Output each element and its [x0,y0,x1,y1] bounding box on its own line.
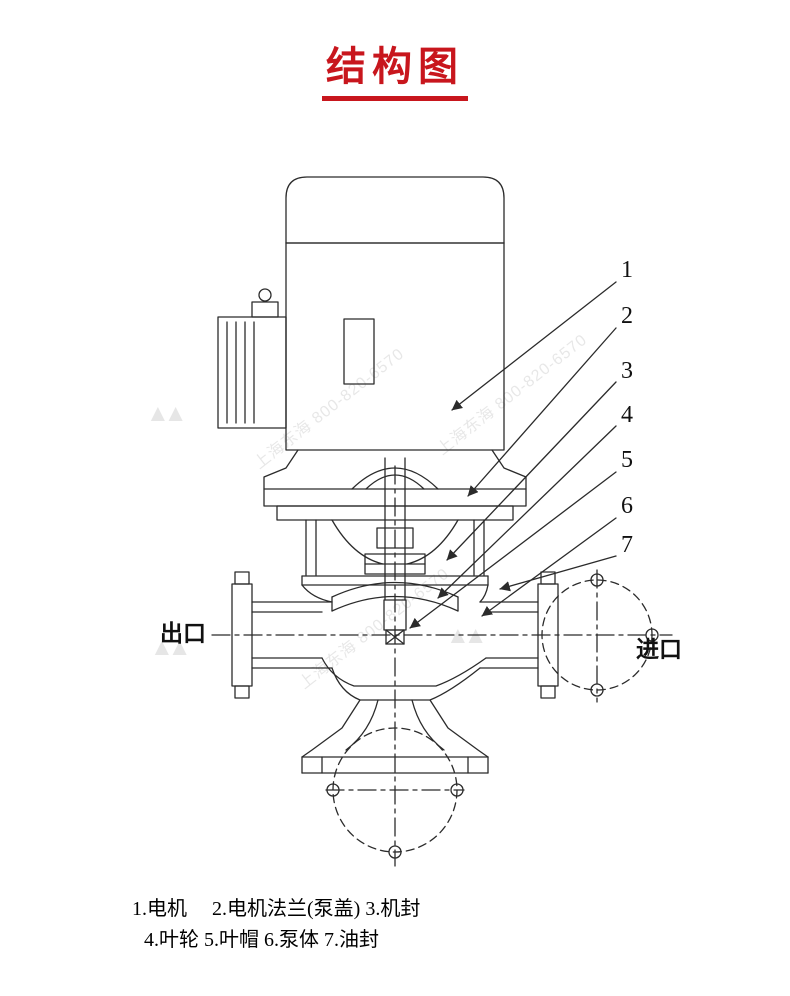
flange-bolt-circle-bottom [326,727,464,859]
leader-line-5 [409,471,617,629]
part-number-5: 5 [621,447,633,473]
legend-line-2: 4.叶轮 5.叶帽 6.泵体 7.油封 [144,929,379,951]
leader-line-6 [481,517,617,617]
legend-line-1: 1.电机 2.电机法兰(泵盖) 3.机封 [132,898,421,920]
part-number-3: 3 [621,358,633,384]
leader-lines [409,281,617,629]
parts-legend: 1.电机 2.电机法兰(泵盖) 3.机封 4.叶轮 5.叶帽 6.泵体 7.油封 [132,894,420,956]
leader-line-1 [451,281,617,411]
part-number-7: 7 [621,532,633,558]
outlet-label: 出口 [160,620,206,646]
support-struts [305,519,485,576]
leader-line-3 [446,381,617,561]
title-underline [322,96,468,101]
part-number-6: 6 [621,493,633,519]
inlet-label: 进口 [636,636,682,662]
part-number-4: 4 [621,402,633,428]
leader-line-7 [499,555,617,592]
leader-line-2 [467,327,617,497]
part-numbers: 1 2 3 4 5 6 7 [621,257,633,558]
watermark-logo-icon: ▲▲ [146,400,187,427]
flange-bolt-circle-right [541,573,659,697]
centerlines [211,465,673,867]
leader-line-4 [437,425,617,599]
page-title: 结构图 [326,45,464,89]
motor-body [285,176,505,451]
motor-terminal-box [217,288,287,429]
part-number-2: 2 [621,303,633,329]
watermark-logo-icon: ▲▲ [150,634,191,661]
part-number-1: 1 [621,257,633,283]
